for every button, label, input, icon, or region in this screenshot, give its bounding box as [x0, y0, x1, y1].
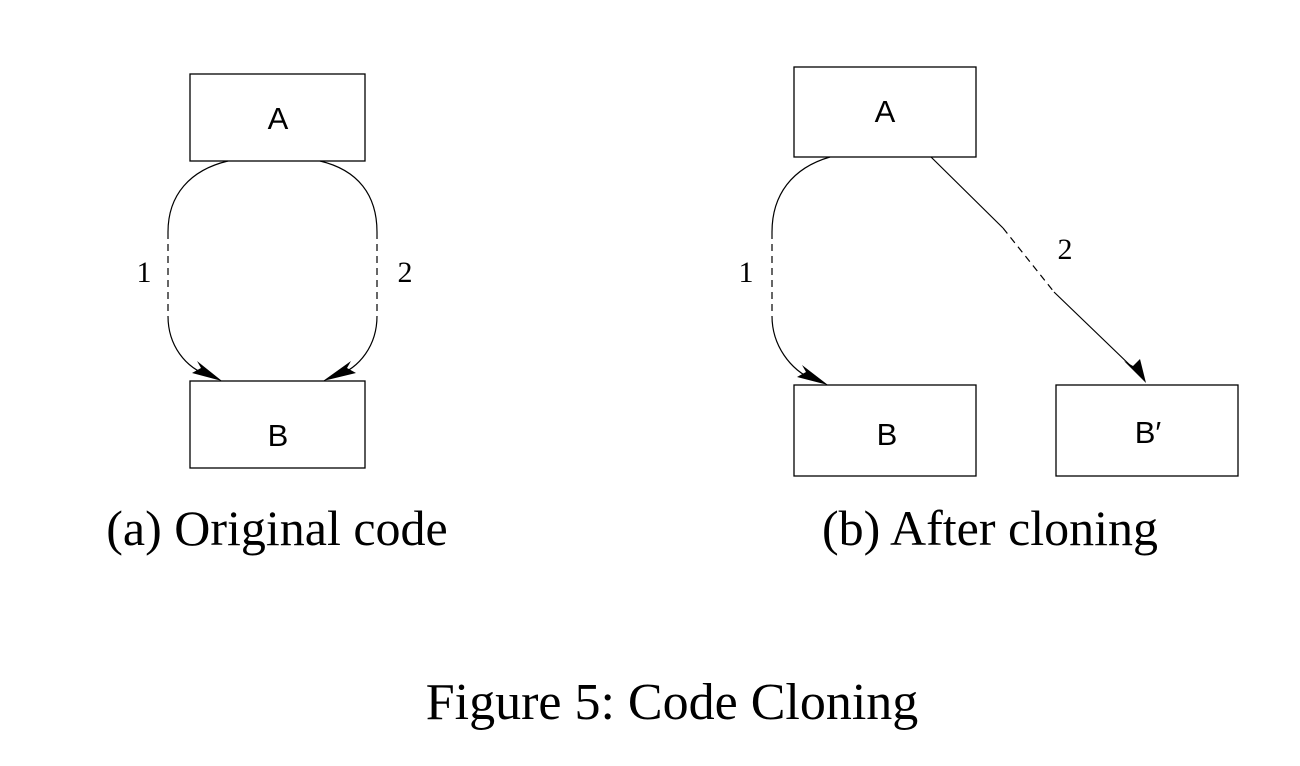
- panel-a-node-a: A: [189, 73, 366, 162]
- panel-b-node-b-prime: B′: [1055, 384, 1239, 477]
- panel-a-edge-2-bottom-segment: [335, 315, 378, 377]
- panel-a-node-b-box: [189, 380, 366, 469]
- panel-b-subcaption: (b) After cloning: [822, 500, 1158, 556]
- panel-b-edge-1-top-segment: [771, 156, 831, 233]
- panel-a-edge-2-label: 2: [398, 256, 413, 289]
- panel-b-node-b-label: B: [877, 417, 898, 452]
- panel-b-edge-2-dashed-segment: [1002, 227, 1055, 293]
- panel-a-node-a-box: [189, 73, 366, 162]
- panel-a-node-a-label: A: [268, 101, 289, 136]
- panel-a-subcaption: (a) Original code: [106, 500, 448, 556]
- panel-b-node-a-box: [793, 66, 977, 158]
- panel-b-node-b-prime-box: [1055, 384, 1239, 477]
- panel-b-edge-2: 2: [930, 156, 1146, 383]
- panel-b: A B B′ 1 2 (b) After cloning: [739, 66, 1239, 556]
- panel-b-edge-2-label: 2: [1058, 233, 1073, 266]
- panel-a-edge-2-arrowhead: [323, 361, 356, 381]
- panel-b-edge-1-label: 1: [739, 256, 754, 289]
- panel-a-node-b: B: [189, 380, 366, 469]
- panel-a-edge-2-top-segment: [319, 160, 378, 233]
- panel-a-edge-1: 1: [137, 160, 229, 381]
- panel-a-edge-1-arrowhead: [192, 361, 222, 381]
- panel-b-edge-2-bottom-segment: [1053, 291, 1136, 371]
- panel-a: A B 1 2 (a) Original code: [106, 73, 448, 556]
- panel-b-node-a: A: [793, 66, 977, 158]
- panel-a-edge-1-top-segment: [167, 160, 229, 233]
- panel-b-node-b-prime-label: B′: [1135, 415, 1162, 450]
- panel-b-edge-1: 1: [739, 156, 831, 385]
- panel-a-node-b-label: B: [268, 418, 289, 453]
- panel-b-edge-2-arrowhead: [1124, 359, 1146, 383]
- panel-b-edge-1-arrowhead: [797, 365, 828, 385]
- figure-caption: Figure 5: Code Cloning: [426, 674, 919, 731]
- panel-b-node-b: B: [793, 384, 977, 477]
- panel-b-node-a-label: A: [875, 94, 896, 129]
- panel-a-edge-2: 2: [319, 160, 413, 381]
- panel-b-edge-2-top-segment: [930, 156, 1004, 229]
- panel-a-edge-1-label: 1: [137, 256, 152, 289]
- panel-b-node-b-box: [793, 384, 977, 477]
